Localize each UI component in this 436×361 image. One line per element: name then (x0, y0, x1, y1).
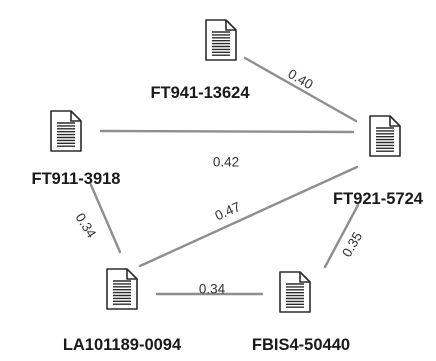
edge-la101-fbis4: 0.34 (155, 282, 264, 297)
node-label: FT911-3918 (32, 170, 121, 188)
edge-weight-label: 0.42 (213, 155, 239, 170)
node-label: FBIS4-50440 (252, 336, 350, 354)
document-icon (205, 19, 237, 61)
edge-weight-label: 0.34 (72, 210, 99, 241)
edge-line (323, 203, 360, 269)
node-label: FT921-5724 (333, 190, 424, 208)
edge-ft911-ft921: 0.42 (99, 129, 355, 170)
document-icon (50, 110, 82, 152)
document-icon (369, 115, 401, 157)
document-icon (279, 271, 311, 313)
edge-line (99, 129, 355, 134)
node-fbis4: FBIS4-50440 (252, 271, 350, 354)
edge-line (138, 165, 359, 268)
node-ft941: FT941-13624 (150, 19, 250, 102)
node-ft911: FT911-3918 (32, 110, 121, 188)
edge-fbis4-ft921: 0.35 (323, 203, 365, 269)
edge-ft941-ft921: 0.40 (243, 56, 358, 123)
edge-weight-label: 0.47 (213, 199, 243, 223)
edge-ft911-la101: 0.34 (72, 183, 122, 254)
node-label: LA101189-0094 (63, 336, 182, 354)
edge-weight-label: 0.34 (199, 282, 226, 297)
document-icon (106, 268, 138, 310)
edges-layer: 0.40 0.42 0.34 0.47 0.34 0.35 (72, 56, 365, 297)
node-la101: LA101189-0094 (63, 268, 182, 354)
node-label: FT941-13624 (150, 84, 250, 102)
node-ft921: FT921-5724 (333, 115, 424, 208)
edge-line (243, 56, 358, 123)
nodes-layer: FT941-13624FT911-3918FT921-5724LA101189-… (32, 19, 424, 354)
edge-line (89, 183, 122, 254)
edge-la101-ft921: 0.47 (138, 165, 359, 268)
